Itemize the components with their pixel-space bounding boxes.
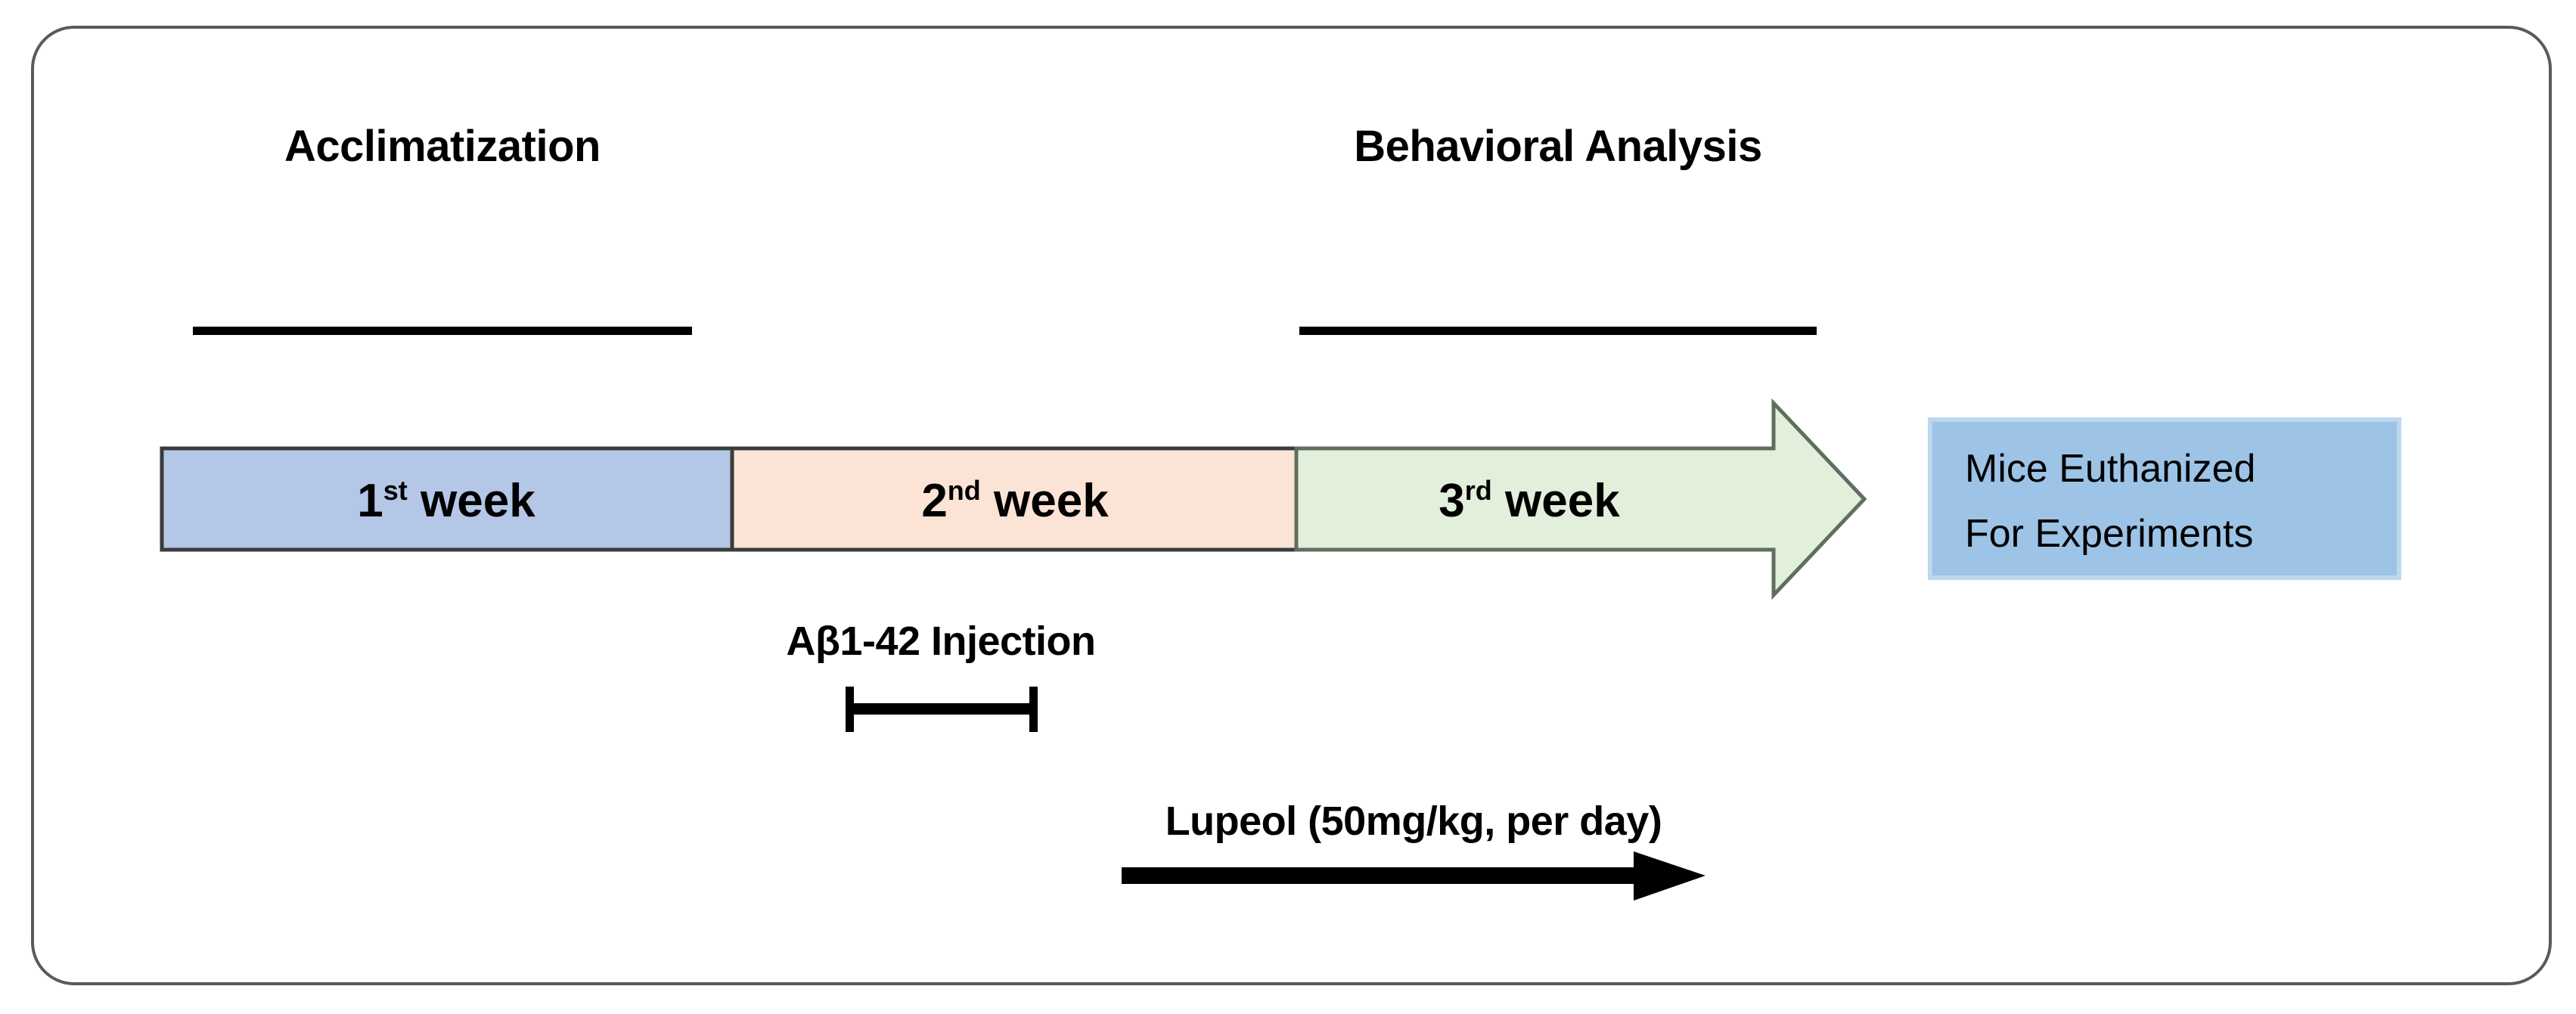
week-1-ordinal: 1	[357, 475, 383, 527]
abeta-injection-bracket-icon	[846, 687, 1038, 732]
timeline-segment-week-1-label: 1st week	[357, 475, 535, 527]
end-box-line-1: Mice Euthanized	[1965, 447, 2255, 491]
week-3-ordinal: 3	[1439, 475, 1464, 527]
annotation-label-abeta-injection: Aβ1-42 Injection	[786, 619, 1095, 664]
phase-underline-acclimatization	[193, 327, 692, 335]
timeline-segment-week-1	[160, 446, 734, 552]
timeline-segment-week-2	[730, 446, 1299, 552]
timeline-segment-week-3	[1294, 398, 1867, 600]
week-1-suffix: st	[383, 475, 408, 506]
timeline-segment-week-3-label: 3rd week	[1439, 475, 1620, 527]
week-2-ordinal: 2	[921, 475, 947, 527]
week-2-suffix: nd	[948, 475, 981, 506]
week-2-unit: week	[993, 475, 1109, 527]
phase-label-behavioral-analysis: Behavioral Analysis	[1354, 122, 1762, 171]
week-3-unit: week	[1504, 475, 1620, 527]
timeline-segment-week-2-label: 2nd week	[921, 475, 1109, 527]
lupeol-right-arrow-icon	[1122, 851, 1705, 901]
end-box-line-2: For Experiments	[1965, 512, 2253, 556]
phase-underline-behavioral-analysis	[1299, 327, 1817, 335]
week-1-unit: week	[420, 475, 535, 527]
end-box-mice-euthanized	[1928, 417, 2401, 580]
week-3-suffix: rd	[1465, 475, 1492, 506]
phase-label-acclimatization: Acclimatization	[284, 122, 601, 171]
annotation-label-lupeol: Lupeol (50mg/kg, per day)	[1165, 798, 1662, 844]
